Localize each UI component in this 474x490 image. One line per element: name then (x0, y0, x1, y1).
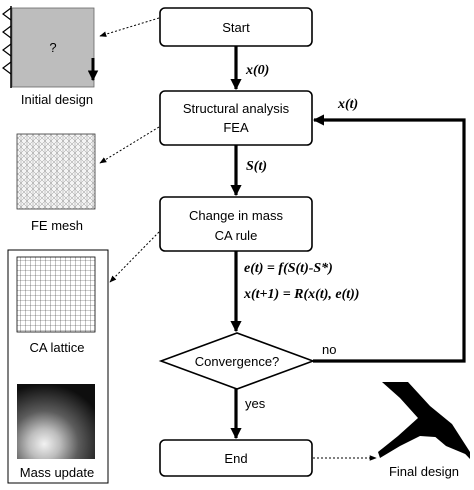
decision-label: Convergence? (195, 354, 280, 369)
start-label: Start (222, 20, 250, 35)
initial-design-label: Initial design (21, 92, 93, 107)
initial-design-image: ? (2, 6, 99, 88)
rule-label-line1: Change in mass (189, 208, 283, 223)
connector-analysis-to-mesh (99, 126, 160, 164)
connector-start-to-initial (99, 17, 160, 37)
ca-lattice-image (16, 256, 96, 333)
structural-analysis-node: Structural analysis FEA (159, 90, 313, 146)
edge-label-xt: x(t) (337, 97, 358, 112)
connector-rule-to-lattice (109, 231, 160, 283)
ca-lattice-label: CA lattice (30, 340, 85, 355)
edge-label-no: no (322, 342, 336, 357)
mass-update-label: Mass update (20, 465, 94, 480)
arrow-feedback-loop (312, 114, 466, 363)
initial-design-question-mark: ? (49, 40, 56, 55)
fe-mesh-image (16, 133, 96, 210)
equation-update: x(t+1) = R(x(t), e(t)) (243, 287, 359, 302)
fe-mesh-label: FE mesh (31, 218, 83, 233)
ca-rule-node: Change in mass CA rule (159, 196, 313, 252)
start-node: Start (159, 7, 313, 47)
end-label: End (224, 451, 247, 466)
analysis-label-line1: Structural analysis (183, 101, 290, 116)
rule-label-line2: CA rule (215, 228, 258, 243)
final-design-label: Final design (389, 464, 459, 479)
ca-panel (7, 249, 109, 484)
mass-update-image (17, 384, 95, 459)
edge-label-x0: x(0) (245, 63, 269, 78)
edge-label-yes: yes (245, 396, 266, 411)
analysis-label-line2: FEA (223, 120, 249, 135)
edge-label-st: S(t) (246, 159, 267, 174)
end-node: End (159, 439, 313, 477)
convergence-decision: Convergence? (158, 332, 316, 390)
equation-error: e(t) = f(S(t)-S*) (244, 261, 333, 276)
final-design-image (378, 382, 470, 459)
